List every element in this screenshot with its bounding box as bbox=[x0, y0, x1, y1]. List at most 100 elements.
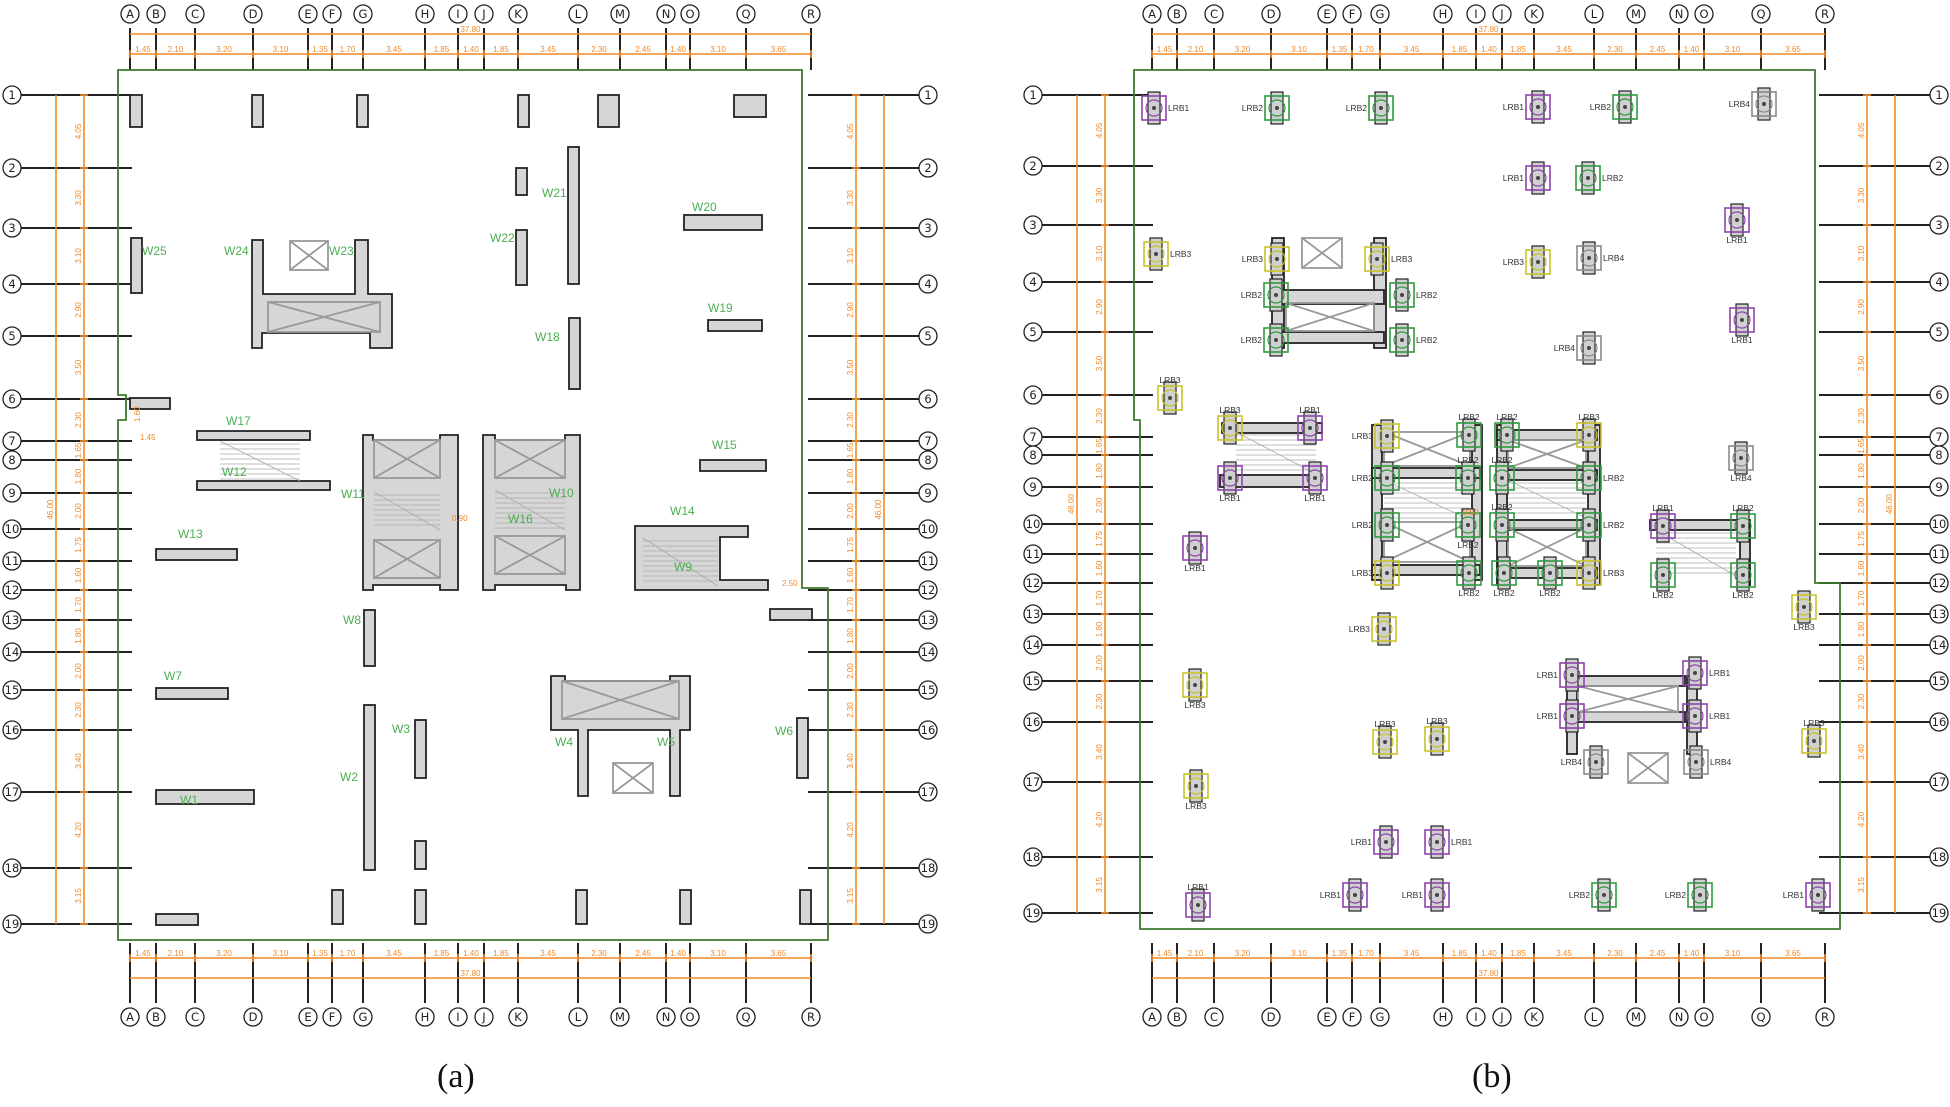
row-grid-bubble bbox=[1023, 847, 1043, 867]
row-grid-label: 8 bbox=[924, 453, 931, 467]
bearing-label: LRB3 bbox=[1603, 568, 1625, 578]
row-grid-bubble bbox=[1929, 903, 1949, 923]
bearing-label: LRB1 bbox=[1304, 493, 1326, 503]
dimension-value: 3.45 bbox=[1404, 949, 1420, 958]
column-grid-bubble bbox=[1317, 4, 1337, 24]
row-grid-bubble bbox=[1929, 712, 1949, 732]
column-grid-bubble bbox=[508, 4, 528, 24]
column-grid-bubble bbox=[1669, 1007, 1689, 1027]
bearing-ring bbox=[1268, 250, 1286, 268]
bearing-lrb2 bbox=[1537, 560, 1563, 586]
row-grid-bubble bbox=[1929, 322, 1949, 342]
bearing-ring bbox=[1186, 676, 1204, 694]
opening-box bbox=[561, 680, 680, 720]
bearing-core bbox=[1196, 903, 1200, 907]
opening-cross bbox=[267, 301, 381, 333]
bearing-core bbox=[1384, 840, 1388, 844]
row-grid-label: 5 bbox=[1029, 325, 1036, 339]
column-grid-label: R bbox=[807, 7, 815, 21]
column-grid-label: L bbox=[1591, 7, 1598, 21]
row-grid-bubble bbox=[2, 580, 22, 600]
row-grid-bubble bbox=[918, 642, 938, 662]
row-grid-bubble bbox=[1023, 156, 1043, 176]
dimension-total: 46.00 bbox=[874, 499, 883, 520]
bearing-core bbox=[1274, 338, 1278, 342]
bearing-core bbox=[1623, 105, 1627, 109]
row-grid-label: 13 bbox=[1932, 607, 1947, 621]
row-grid-bubble bbox=[1023, 85, 1043, 105]
shear-wall bbox=[515, 229, 528, 286]
shear-wall bbox=[769, 608, 813, 621]
bearing-core bbox=[1435, 893, 1439, 897]
column-grid-bubble bbox=[1669, 4, 1689, 24]
bearing-lrb2 bbox=[1456, 560, 1482, 586]
bearing-label: LRB3 bbox=[1793, 622, 1815, 632]
column-grid-label: O bbox=[1699, 7, 1708, 21]
row-grid-bubble bbox=[918, 914, 938, 934]
bearing-lrb1 bbox=[1302, 465, 1328, 491]
bearing-label: LRB1 bbox=[1351, 837, 1373, 847]
dimension-value: 1.70 bbox=[74, 597, 83, 613]
bearing-ring bbox=[1734, 566, 1752, 584]
column-grid-bubble bbox=[680, 4, 700, 24]
bearing-label: LRB2 bbox=[1603, 520, 1625, 530]
dimension-value: 3.50 bbox=[1857, 355, 1866, 371]
column-grid-bubble bbox=[185, 4, 205, 24]
bearing-label: LRB1 bbox=[1709, 668, 1731, 678]
dimension-value: 3.10 bbox=[1095, 245, 1104, 261]
dimension-note: 1.60 bbox=[133, 406, 142, 422]
row-grid-bubble bbox=[918, 680, 938, 700]
wall-label: W12 bbox=[222, 465, 247, 479]
wall-label: W23 bbox=[329, 244, 354, 258]
row-grid-label: 16 bbox=[5, 723, 20, 737]
bearing-lrb2 bbox=[1389, 327, 1415, 353]
bearing-lrb1 bbox=[1342, 882, 1368, 908]
bearing-label: LRB2 bbox=[1458, 412, 1480, 422]
bearing-lrb2 bbox=[1491, 560, 1517, 586]
wall-label: W22 bbox=[490, 231, 515, 245]
opening-box bbox=[494, 439, 566, 479]
column-grid-label: K bbox=[1530, 7, 1538, 21]
dimension-value: 1.80 bbox=[1857, 463, 1866, 479]
column-grid-bubble bbox=[1626, 4, 1646, 24]
row-grid-label: 3 bbox=[924, 221, 931, 235]
opening-box bbox=[373, 439, 441, 479]
dimension-value: 2.30 bbox=[1095, 693, 1104, 709]
dimension-value: 4.05 bbox=[1095, 122, 1104, 138]
wall-label: W6 bbox=[775, 724, 793, 738]
bearing-core bbox=[1735, 218, 1739, 222]
dimension-value: 4.20 bbox=[74, 822, 83, 838]
row-grid-bubble bbox=[918, 720, 938, 740]
bearing-lrb2 bbox=[1456, 422, 1482, 448]
dimension-value: 1.80 bbox=[74, 468, 83, 484]
column-grid-bubble bbox=[508, 1007, 528, 1027]
column-grid-label: C bbox=[191, 1010, 199, 1024]
bearing-ring bbox=[1805, 732, 1823, 750]
wall-label: W7 bbox=[164, 669, 182, 683]
row-grid-label: 8 bbox=[1935, 448, 1942, 462]
dimension-value: 3.30 bbox=[1095, 187, 1104, 203]
wall-label: W13 bbox=[178, 527, 203, 541]
column-grid-bubble bbox=[656, 1007, 676, 1027]
dimension-value: 1.70 bbox=[1095, 590, 1104, 606]
bearing-core bbox=[1467, 571, 1471, 575]
bearing-label: LRB2 bbox=[1569, 890, 1591, 900]
bearing-lrb4 bbox=[1576, 245, 1602, 271]
column-grid-bubble bbox=[1751, 4, 1771, 24]
bearing-ring bbox=[1809, 886, 1827, 904]
dimension-value: 3.10 bbox=[710, 45, 726, 54]
bearing-label: LRB2 bbox=[1496, 412, 1518, 422]
column-grid-label: G bbox=[359, 1010, 368, 1024]
dimension-value: 2.30 bbox=[74, 702, 83, 718]
bearing-label: LRB4 bbox=[1561, 757, 1583, 767]
dimension-value: 3.10 bbox=[273, 949, 289, 958]
bearing-ring bbox=[1186, 539, 1204, 557]
column-grid-bubble bbox=[1433, 4, 1453, 24]
row-grid-label: 13 bbox=[921, 613, 936, 627]
dimension-value: 2.00 bbox=[846, 663, 855, 679]
bearing-label: LRB4 bbox=[1710, 757, 1732, 767]
dimension-value: 1.85 bbox=[1510, 45, 1526, 54]
bearing-ring bbox=[1580, 469, 1598, 487]
dimension-value: 1.60 bbox=[846, 567, 855, 583]
row-grid-bubble bbox=[2, 483, 22, 503]
